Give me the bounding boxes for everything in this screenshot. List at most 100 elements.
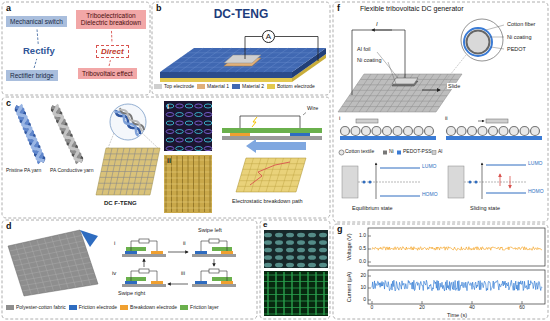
micrograph-texture	[297, 233, 305, 238]
micrograph-texture	[193, 156, 194, 212]
friction-layer	[126, 277, 146, 281]
cotton-fiber	[468, 127, 477, 136]
cotton-fiber	[404, 127, 413, 136]
weave-line	[352, 74, 378, 112]
conductive-yarn	[54, 105, 82, 161]
panel-letter: e	[263, 221, 267, 230]
al-foil	[356, 119, 378, 123]
weave-line	[429, 74, 455, 112]
panel-letter: f	[337, 4, 340, 14]
micrograph-texture	[166, 147, 174, 151]
wire	[240, 116, 300, 128]
state-caption: Sliding state	[470, 205, 500, 211]
weave-line	[13, 246, 86, 261]
legend-item: Friction layer	[180, 304, 219, 310]
voltage-trace	[372, 247, 542, 251]
micrograph-texture	[204, 156, 205, 212]
weave-line	[273, 48, 307, 72]
micrograph-texture	[204, 138, 212, 142]
legend-swatch	[154, 84, 162, 89]
part-label: Wire	[307, 105, 318, 111]
current-label: I	[376, 21, 378, 28]
current-arrow	[372, 30, 392, 31]
electron	[369, 181, 372, 184]
micrograph-texture	[204, 113, 212, 117]
energy-level: HOMO	[422, 192, 438, 198]
weave-line	[14, 252, 87, 266]
panel-frame	[333, 224, 548, 319]
material-label: Cotton textile	[345, 149, 374, 155]
legend-item: Material 1	[197, 83, 229, 89]
part-label: Pristine PA yarn	[6, 168, 41, 174]
friction-electrode	[195, 251, 207, 254]
friction-electrode	[290, 133, 310, 136]
micrograph-i	[164, 101, 212, 151]
weave-line	[238, 186, 298, 187]
part-label: PA Conductive yarn	[50, 168, 94, 174]
motion-label: Slide	[447, 83, 461, 89]
micrograph-texture	[185, 138, 193, 142]
micrograph-texture	[166, 113, 174, 117]
micrograph-bottom	[264, 271, 328, 316]
micrograph-texture	[286, 240, 294, 245]
tick-label: 0	[371, 305, 374, 311]
micrograph-texture	[275, 263, 283, 268]
tick-label: 60	[519, 305, 525, 311]
wire	[352, 30, 405, 95]
fabric-base	[222, 136, 322, 140]
panel-letter: g	[337, 225, 343, 235]
tick-label: 0.5	[359, 246, 366, 252]
legend-swatch	[120, 305, 128, 310]
weave-line	[239, 180, 299, 181]
weave-line	[21, 273, 95, 286]
leader-line	[377, 52, 398, 78]
legend-item: Top electrode	[154, 83, 194, 89]
micrograph-texture	[176, 104, 184, 108]
tick-mark	[372, 301, 373, 304]
transfer-arrow	[510, 176, 511, 188]
fabric-base	[192, 284, 236, 287]
slide-arrow	[478, 121, 484, 122]
move-arrow	[246, 139, 306, 153]
micrograph-texture	[185, 130, 193, 134]
electron	[363, 181, 366, 184]
material-label: Al	[438, 149, 442, 155]
panel-letter: a	[6, 4, 11, 14]
slide-arrow	[422, 90, 440, 91]
tick-mark	[522, 301, 523, 304]
cotton-fiber	[414, 127, 423, 136]
legend-text: Bottom electrode	[277, 83, 315, 89]
micrograph-texture	[264, 240, 272, 245]
tick-mark	[368, 262, 371, 263]
leader-line	[489, 37, 504, 38]
part-label: PEDOT	[507, 46, 526, 52]
weave-line	[187, 52, 319, 53]
panel-frame	[333, 2, 548, 222]
node-text: Rectifier bridge	[10, 72, 54, 79]
panel-frame	[260, 220, 330, 319]
part-label: Electrostatic breakdown path	[232, 198, 303, 204]
panel-frame	[2, 220, 257, 319]
micrograph-top	[264, 230, 328, 268]
dc-f-teng-fabric	[96, 148, 160, 195]
micrograph-texture	[308, 248, 316, 253]
lumo-level	[486, 165, 526, 166]
fabric-base	[122, 284, 166, 287]
part-label: Al foil	[357, 46, 370, 52]
friction-electrode	[195, 281, 207, 284]
friction-electrode	[125, 281, 137, 284]
weave-line	[254, 48, 288, 72]
micrograph-texture	[185, 121, 193, 125]
weave-line	[366, 74, 392, 112]
weave-line	[241, 175, 301, 176]
zoom-line	[142, 133, 158, 148]
legend-swatch	[180, 305, 188, 310]
bottom-electrode	[160, 78, 292, 82]
legend-text: Breakdown electrode	[130, 304, 177, 310]
legend-text: Friction electrode	[79, 304, 117, 310]
micrograph-texture	[264, 301, 328, 302]
weave-line	[359, 74, 385, 112]
micrograph-texture	[319, 255, 327, 260]
micrograph-texture	[307, 272, 308, 315]
